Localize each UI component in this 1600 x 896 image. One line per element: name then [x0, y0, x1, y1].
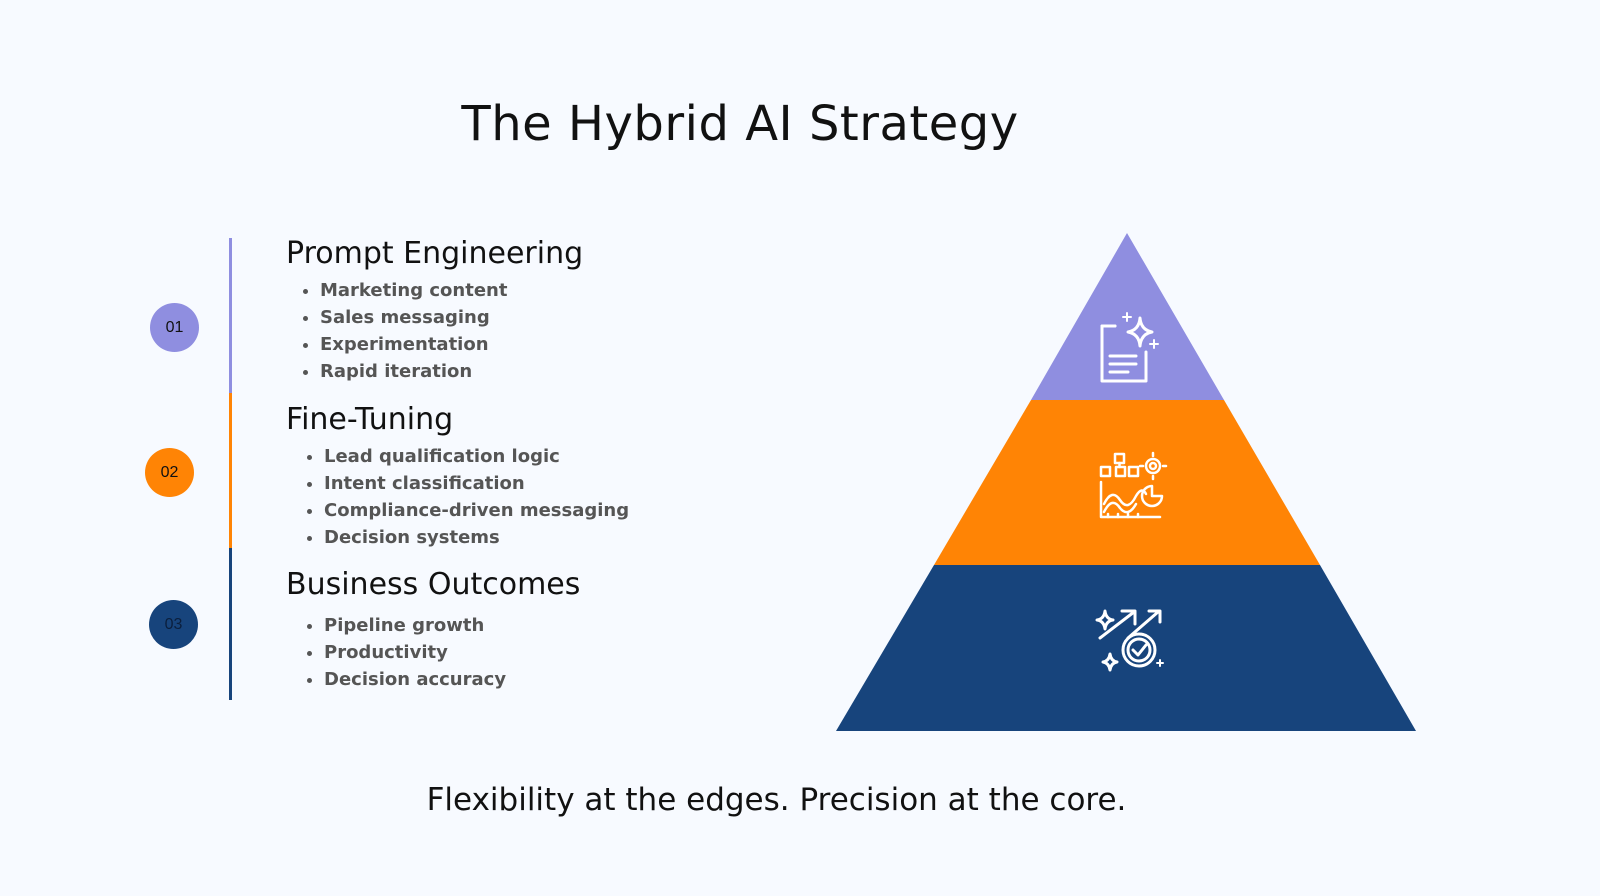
section-fine-tuning: Fine-Tuning Lead qualification logic Int…	[286, 402, 629, 551]
timeline-line-1	[229, 238, 232, 393]
section-list: Pipeline growth Productivity Decision ac…	[286, 612, 580, 693]
pyramid-tier-2	[934, 400, 1320, 565]
list-item: Lead qualification logic	[324, 443, 629, 470]
section-heading: Business Outcomes	[286, 567, 581, 602]
document-sparkle-icon	[1100, 312, 1159, 383]
list-item: Pipeline growth	[324, 612, 580, 639]
section-heading: Fine-Tuning	[286, 402, 454, 437]
section-list: Marketing content Sales messaging Experi…	[286, 277, 583, 385]
analytics-gear-icon	[1099, 451, 1168, 519]
list-item: Experimentation	[320, 331, 583, 358]
footer-tagline: Flexibility at the edges. Precision at t…	[426, 782, 1127, 818]
page-title: The Hybrid AI Strategy	[461, 96, 1019, 152]
section-business-outcomes: Business Outcomes Pipeline growth Produc…	[286, 567, 580, 693]
section-prompt-engineering: Prompt Engineering Marketing content Sal…	[286, 236, 583, 385]
list-item: Marketing content	[320, 277, 583, 304]
step-badge-3: 03	[149, 600, 198, 649]
list-item: Productivity	[324, 639, 580, 666]
list-item: Decision systems	[324, 524, 629, 551]
timeline-line-3	[229, 548, 232, 700]
timeline-line-2	[229, 393, 232, 548]
section-heading: Prompt Engineering	[286, 236, 584, 271]
list-item: Decision accuracy	[324, 666, 580, 693]
list-item: Compliance-driven messaging	[324, 497, 629, 524]
list-item: Sales messaging	[320, 304, 583, 331]
pyramid-tier-3	[836, 565, 1416, 731]
growth-check-icon	[1095, 609, 1164, 672]
list-item: Intent classification	[324, 470, 629, 497]
step-badge-1: 01	[150, 303, 199, 352]
list-item: Rapid iteration	[320, 358, 583, 385]
section-list: Lead qualification logic Intent classifi…	[286, 443, 629, 551]
step-badge-2: 02	[145, 448, 194, 497]
